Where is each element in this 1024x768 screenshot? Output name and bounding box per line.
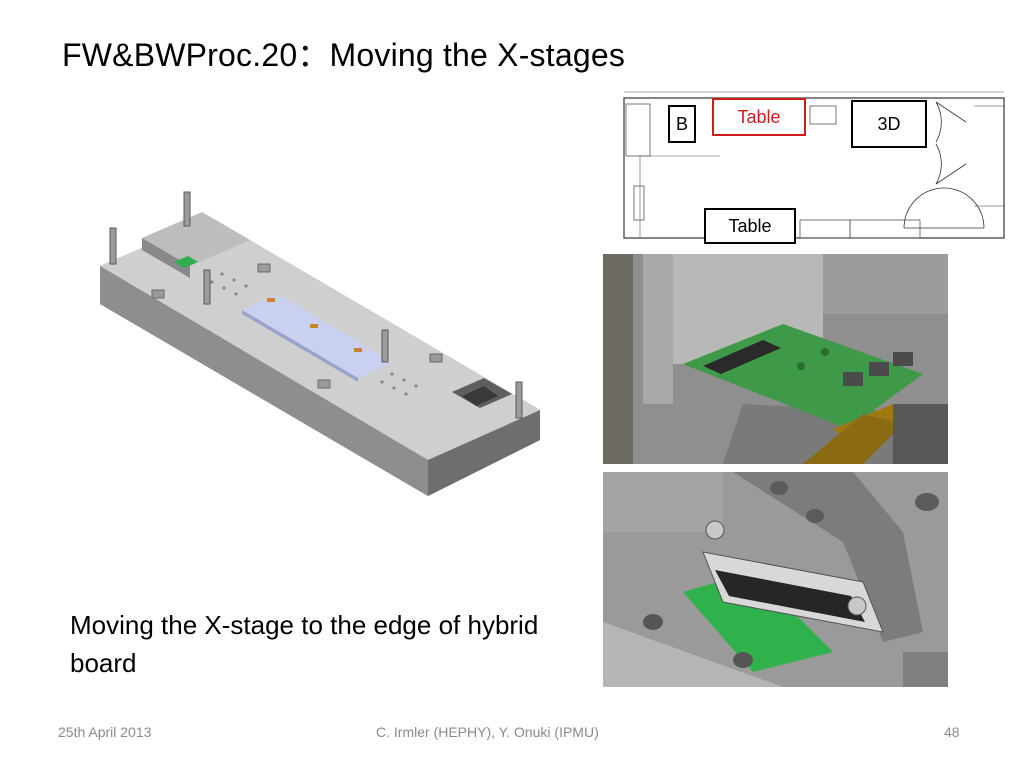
slide-title: FW&BWProc.20：Moving the X-stages — [62, 37, 626, 73]
slide-caption: Moving the X-stage to the edge of hybrid… — [70, 610, 539, 678]
floorplan-label-table: Table — [704, 208, 796, 244]
page-number: 48 — [944, 724, 960, 740]
x-stage-render-image — [92, 178, 544, 500]
footer-authors: C. Irmler (HEPHY), Y. Onuki (IPMU) — [376, 724, 599, 740]
connector-closeup-image-1 — [603, 254, 948, 464]
floorplan-label-b: B — [668, 105, 696, 143]
floorplan-label-table-highlighted: Table — [712, 98, 806, 136]
floorplan-label-3d: 3D — [851, 100, 927, 148]
footer-date: 25th April 2013 — [58, 724, 152, 740]
connector-closeup-image-2 — [603, 472, 948, 687]
